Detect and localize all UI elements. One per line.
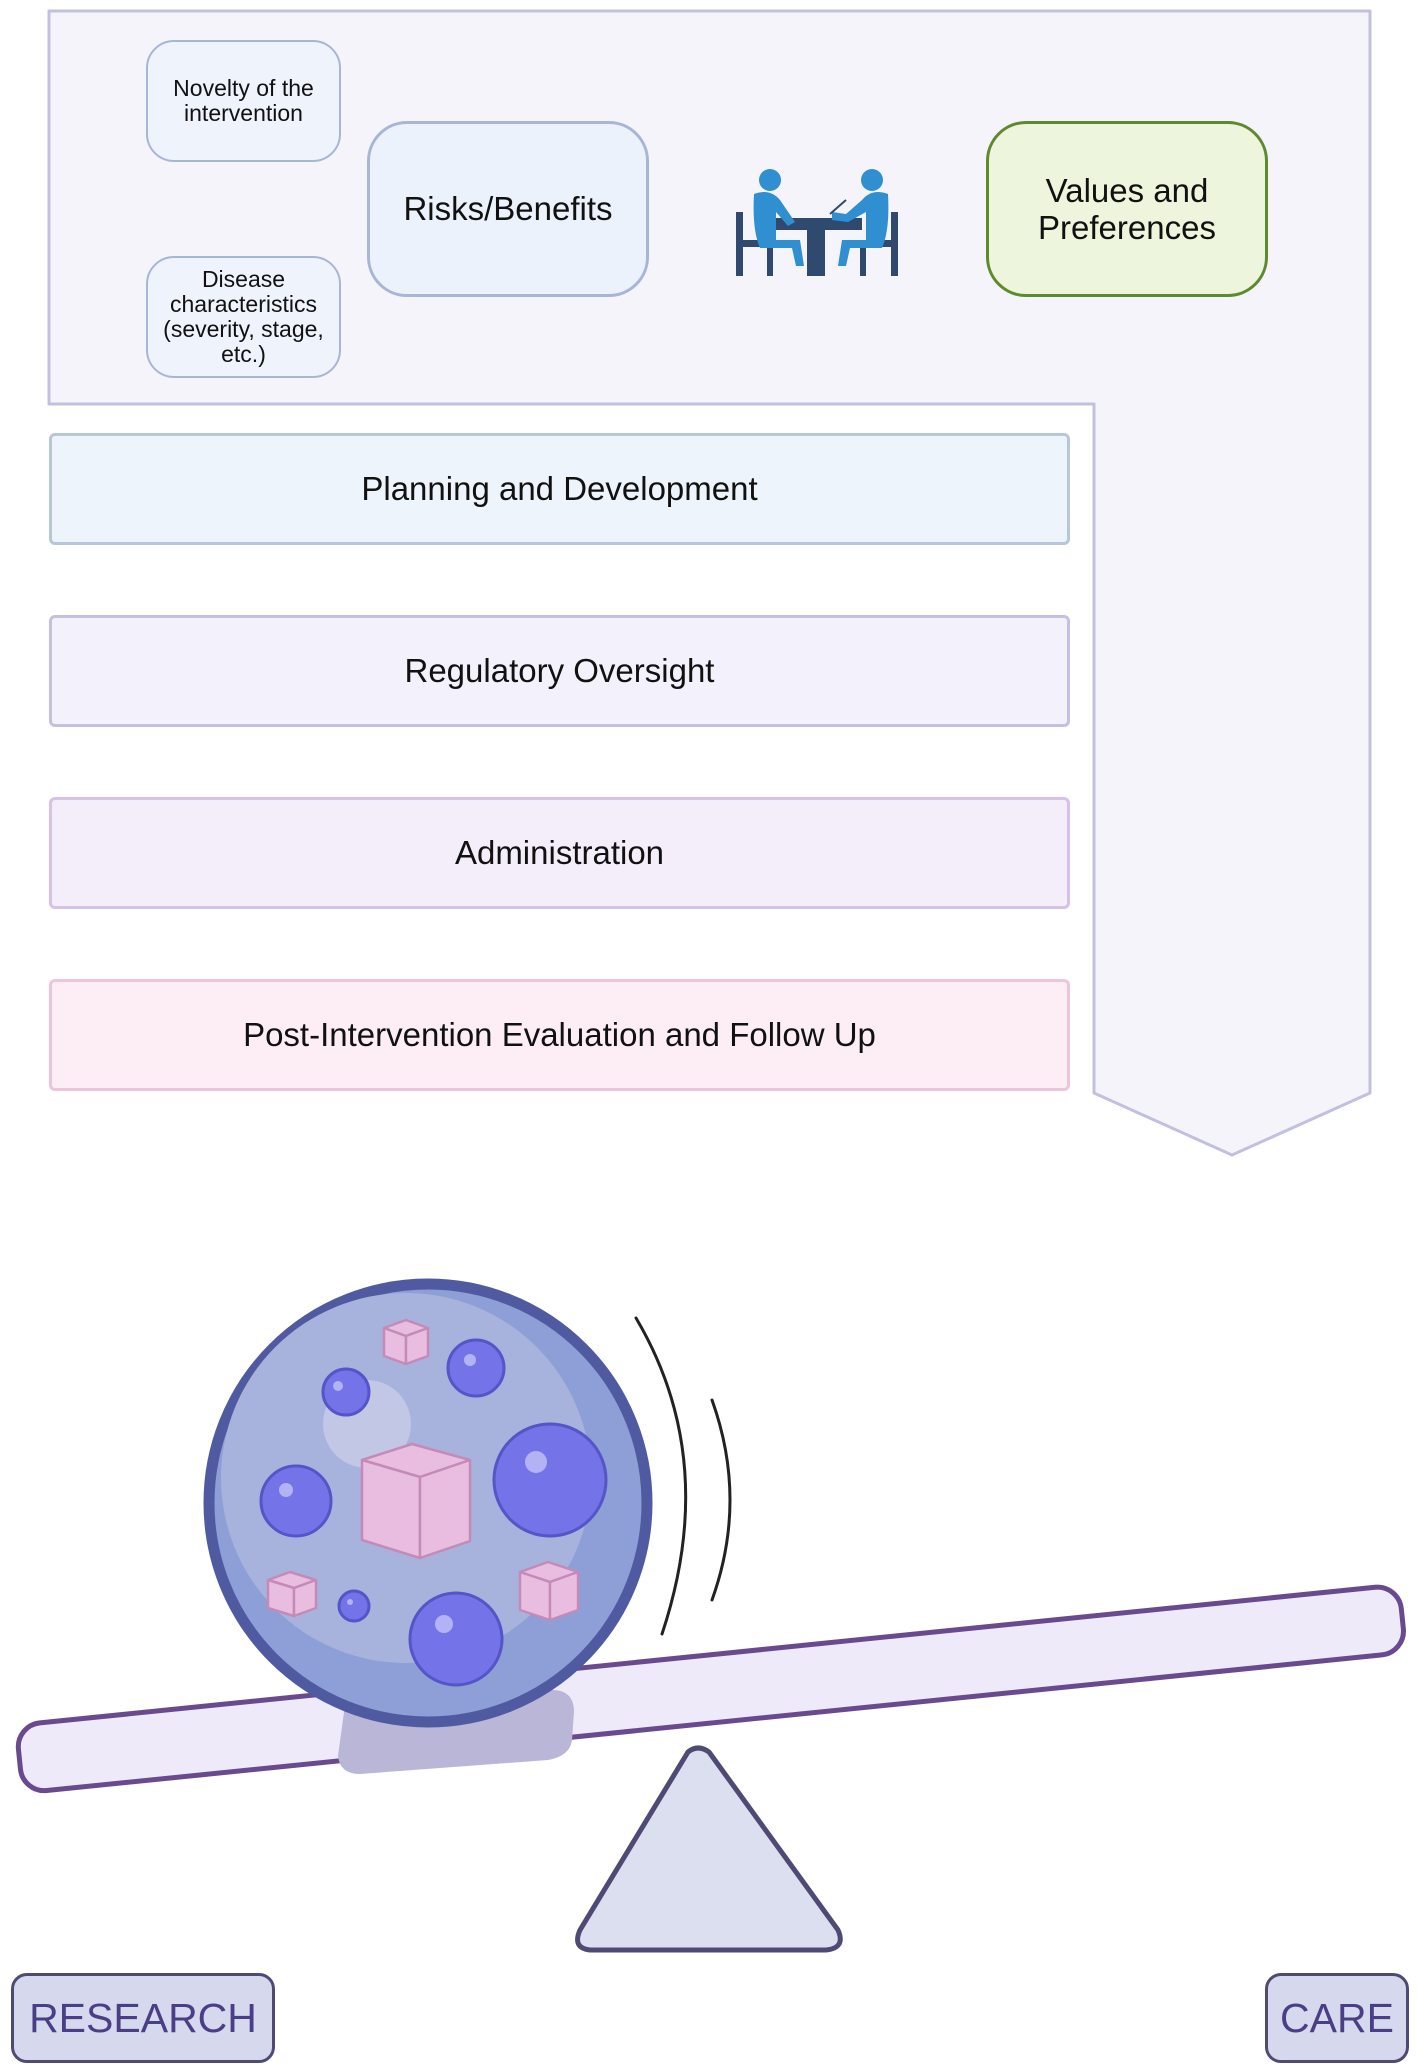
- stage-regulatory-label: Regulatory Oversight: [404, 652, 715, 689]
- care-label-box: CARE: [1265, 1973, 1409, 2063]
- motion-lines-icon: [634, 1316, 732, 1636]
- care-label: CARE: [1280, 1994, 1394, 2041]
- stage-administration: Administration: [49, 797, 1070, 909]
- stage-post-intervention: Post-Intervention Evaluation and Follow …: [49, 979, 1070, 1091]
- stage-planning-label: Planning and Development: [361, 470, 758, 507]
- risks-benefits-box: Risks/Benefits: [367, 121, 649, 297]
- novelty-factor-label: Novelty of the intervention: [173, 75, 314, 126]
- values-preferences-box: Values and Preferences: [986, 121, 1268, 297]
- novelty-factor-box: Novelty of the intervention: [146, 40, 341, 162]
- sphere-with-particles-icon: [203, 1278, 653, 1728]
- stage-administration-label: Administration: [454, 834, 665, 871]
- values-preferences-label: Values and Preferences: [1038, 172, 1216, 246]
- triangle-fulcrum-icon: [575, 1745, 843, 1953]
- research-label-box: RESEARCH: [11, 1973, 275, 2063]
- disease-factor-box: Disease characteristics (severity, stage…: [146, 256, 341, 378]
- process-frame-arrow: [47, 9, 1372, 1157]
- stage-planning-development: Planning and Development: [49, 433, 1070, 545]
- disease-factor-label: Disease characteristics (severity, stage…: [163, 266, 324, 367]
- stage-regulatory-oversight: Regulatory Oversight: [49, 615, 1070, 727]
- risks-benefits-label: Risks/Benefits: [403, 190, 613, 227]
- stage-post-label: Post-Intervention Evaluation and Follow …: [243, 1016, 876, 1053]
- research-label: RESEARCH: [29, 1994, 257, 2041]
- two-people-at-table-icon: [736, 169, 898, 276]
